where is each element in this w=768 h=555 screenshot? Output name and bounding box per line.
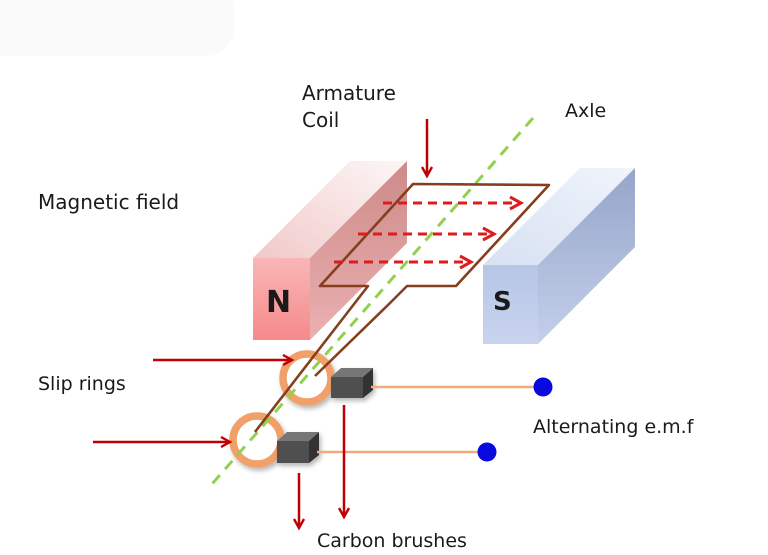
background-smudge xyxy=(0,0,234,56)
s-magnet-side-face xyxy=(538,168,635,344)
s-magnet: S xyxy=(483,168,635,344)
carbon-brushes-label: Carbon brushes xyxy=(317,530,467,552)
brush-top-face xyxy=(331,368,373,377)
terminal-dot-top xyxy=(533,377,553,397)
s-magnet-front-face xyxy=(483,265,538,344)
magnetic-field-label: Magnetic field xyxy=(38,190,179,214)
pointer-arrows xyxy=(93,119,434,531)
s-pole-label: S xyxy=(493,287,512,317)
armature-coil-label-line1: Armature xyxy=(302,81,396,105)
carbon-brush-bottom xyxy=(277,432,319,463)
n-pole-label: N xyxy=(266,285,291,320)
terminal-dot-bottom xyxy=(477,442,497,462)
brush-side-face xyxy=(309,432,319,463)
axle-label: Axle xyxy=(565,100,606,122)
slip-rings-label: Slip rings xyxy=(38,373,126,395)
n-magnet-front-face xyxy=(253,258,310,340)
axle-dashed-line xyxy=(210,117,535,485)
n-magnet-side-face xyxy=(310,161,407,340)
brush-top-face xyxy=(277,432,319,441)
magnetic-field-arrows xyxy=(334,195,525,270)
alternating-emf-label: Alternating e.m.f xyxy=(533,416,695,438)
s-magnet-top-face xyxy=(483,168,635,265)
brush-front-face xyxy=(277,441,309,463)
brush-side-face xyxy=(363,368,373,398)
slip-ring-bottom xyxy=(229,412,285,468)
armature-coil-label-line2: Coil xyxy=(302,108,339,132)
n-magnet-top-face xyxy=(253,161,407,258)
carbon-brush-top xyxy=(331,368,373,398)
armature-coil-outline xyxy=(253,182,551,433)
brush-front-face xyxy=(331,377,363,398)
n-magnet: N xyxy=(253,161,407,340)
